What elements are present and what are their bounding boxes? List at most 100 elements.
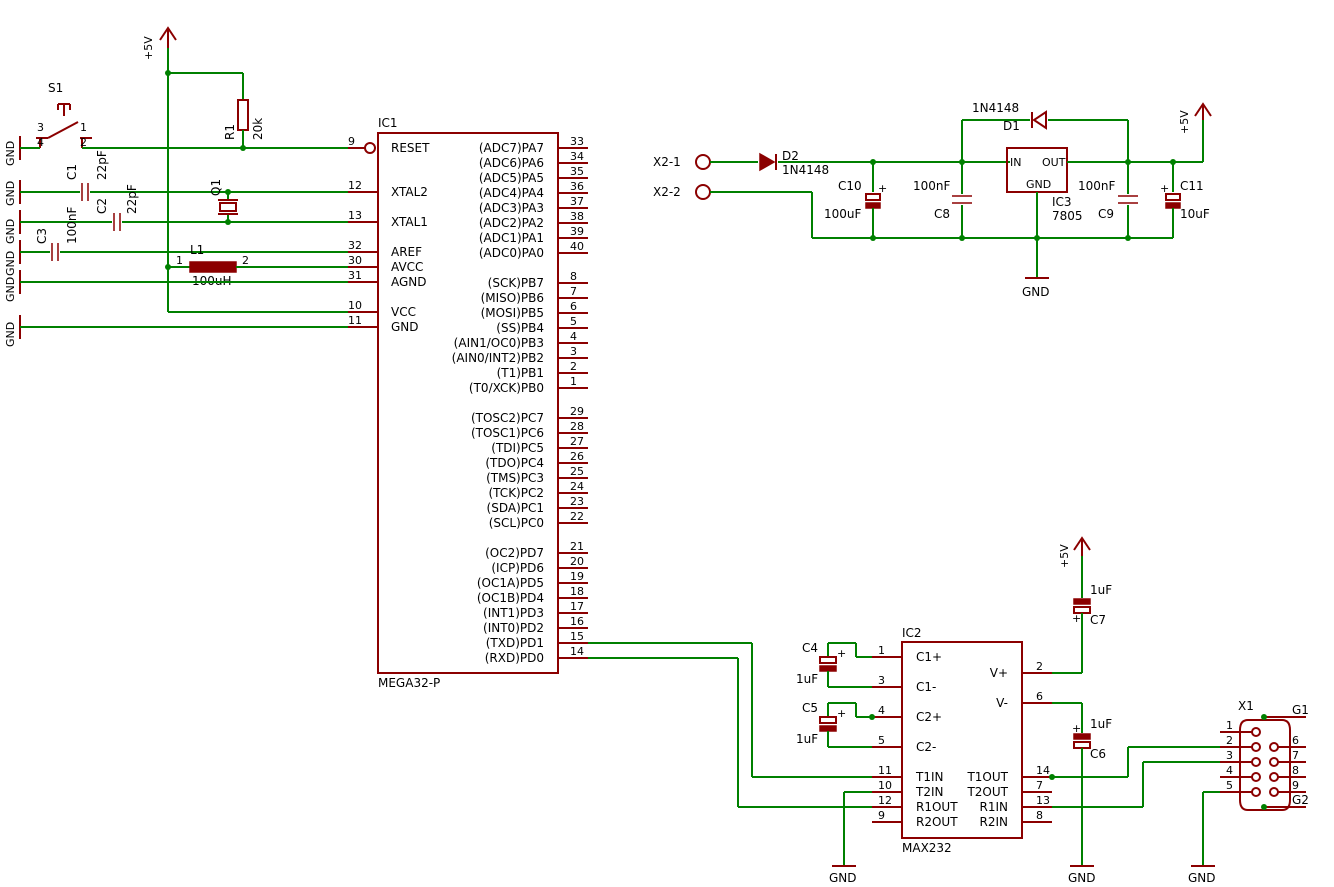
svg-text:X1: X1: [1238, 699, 1254, 713]
ic1-pin-number: 8: [570, 270, 577, 283]
gnd-symbol-agnd: GND: [4, 270, 360, 302]
ic1-pin-number: 3: [570, 345, 577, 358]
ic1-pin-label: (INT1)PD3: [483, 606, 544, 620]
svg-text:G1: G1: [1292, 703, 1309, 717]
ic2-pin-number: 7: [1036, 779, 1043, 792]
svg-text:C5: C5: [802, 701, 818, 715]
ic1-pin-label: (TMS)PC3: [486, 471, 544, 485]
ic1-pin-number: 13: [348, 209, 362, 222]
x1-pin-number: 3: [1226, 749, 1233, 762]
ic1-pin-number: 10: [348, 299, 362, 312]
svg-text:Q1: Q1: [209, 179, 223, 196]
ic2-pin-label: C2+: [916, 710, 942, 724]
svg-text:100nF: 100nF: [65, 206, 79, 244]
ic1-pin-number: 25: [570, 465, 584, 478]
ic1-pin-number: 28: [570, 420, 584, 433]
ic1-pin-label: (TDI)PC5: [491, 441, 544, 455]
psu-ground-rail: GND: [812, 235, 1173, 299]
svg-text:1uF: 1uF: [1090, 583, 1112, 597]
ic1-pin-number: 20: [570, 555, 584, 568]
ic1-pin-label: VCC: [391, 305, 416, 319]
svg-text:GND: GND: [1026, 178, 1051, 191]
ic1-pin-number: 40: [570, 240, 584, 253]
svg-text:+5V: +5V: [142, 36, 155, 60]
svg-text:C10: C10: [838, 179, 862, 193]
ic1-pin-number: 31: [348, 269, 362, 282]
ic1-pin-label: (TOSC2)PC7: [471, 411, 544, 425]
ic2-pin-label: C1+: [916, 650, 942, 664]
capacitor-c3: GND C3 100nF: [4, 206, 360, 276]
ic1-pin-label: (ADC5)PA5: [479, 171, 544, 185]
ic2-pin-label: R1IN: [980, 800, 1009, 814]
capacitor-c9: 100nF C9: [1078, 159, 1138, 238]
svg-text:C3: C3: [35, 228, 49, 244]
svg-text:GND: GND: [829, 871, 857, 885]
ic1-pin-number: 39: [570, 225, 584, 238]
reset-inverter-bubble: [364, 142, 376, 154]
ic1-pin-label: (SDA)PC1: [487, 501, 544, 515]
svg-text:100uF: 100uF: [824, 207, 862, 221]
svg-text:+5V: +5V: [1178, 110, 1191, 134]
ic2-pin-label: R2IN: [980, 815, 1009, 829]
svg-text:+: +: [837, 707, 846, 720]
svg-text:D1: D1: [1003, 119, 1020, 133]
svg-text:OUT: OUT: [1042, 156, 1066, 169]
ic1-pin-number: 30: [348, 254, 362, 267]
svg-text:1: 1: [80, 121, 87, 134]
svg-text:C9: C9: [1098, 207, 1114, 221]
ic1-pin-label: AVCC: [391, 260, 423, 274]
ic2-pin-number: 6: [1036, 690, 1043, 703]
ic1-pin-number: 6: [570, 300, 577, 313]
ic1-pin-number: 12: [348, 179, 362, 192]
svg-text:GND: GND: [4, 141, 17, 166]
ic1-pin-label: (INT0)PD2: [483, 621, 544, 635]
ic1-pin-label: (ADC7)PA7: [479, 141, 544, 155]
svg-text:C6: C6: [1090, 747, 1106, 761]
diode-d1: 1N4148 D1: [962, 101, 1129, 194]
ic1-pin-label: (AIN1/OC0)PB3: [454, 336, 544, 350]
capacitor-c2: GND C2 22pF: [4, 184, 360, 244]
svg-text:+: +: [837, 647, 846, 660]
ic2-pin-label: T2OUT: [966, 785, 1008, 799]
ic1-pin-label: (OC1A)PD5: [477, 576, 544, 590]
x1-pin-number: 4: [1226, 764, 1233, 777]
svg-text:D2: D2: [782, 149, 799, 163]
ic2-pin-label: T1IN: [915, 770, 943, 784]
ic1-pin-number: 38: [570, 210, 584, 223]
svg-text:3: 3: [37, 121, 44, 134]
ic1-pin-number: 11: [348, 314, 362, 327]
capacitor-c8: 100nF C8: [913, 120, 972, 238]
ic2-pin-label: C1-: [916, 680, 936, 694]
svg-text:20k: 20k: [251, 118, 265, 140]
x1-pin-contact: [1269, 742, 1279, 752]
svg-text:GND: GND: [4, 277, 17, 302]
svg-text:1uF: 1uF: [796, 732, 818, 746]
capacitor-c10: + C10 100uF: [824, 159, 887, 238]
svg-text:+5V: +5V: [1058, 544, 1071, 568]
capacitor-c4: + C4 1uF: [796, 641, 872, 688]
x1-pin-contact: [1251, 757, 1261, 767]
svg-text:1: 1: [176, 254, 183, 267]
ic1-pin-number: 22: [570, 510, 584, 523]
ic1-pin-label: (ADC1)PA1: [479, 231, 544, 245]
ic1-pin-label: (SS)PB4: [496, 321, 544, 335]
ic2-pin-number: 12: [878, 794, 892, 807]
svg-text:22pF: 22pF: [125, 184, 139, 214]
svg-text:R1: R1: [223, 124, 237, 140]
svg-text:IC2: IC2: [902, 626, 922, 640]
x1-pin-number: 9: [1292, 779, 1299, 792]
ic1-pin-label: (T0/XCK)PB0: [469, 381, 544, 395]
ic1-pin-label: (T1)PB1: [497, 366, 544, 380]
capacitor-c11: + C11 10uF: [1160, 159, 1210, 238]
ic2-pin-label: V+: [990, 666, 1008, 680]
svg-text:MAX232: MAX232: [902, 841, 952, 855]
ic1-pin-number: 15: [570, 630, 584, 643]
ic1-pin-label: (ADC4)PA4: [479, 186, 544, 200]
ic1-pin-number: 17: [570, 600, 584, 613]
x1-pin-number: 5: [1226, 779, 1233, 792]
switch-s1: S1 3 4 1 2: [36, 81, 360, 151]
svg-text:10uF: 10uF: [1180, 207, 1210, 221]
svg-text:1uF: 1uF: [1090, 717, 1112, 731]
